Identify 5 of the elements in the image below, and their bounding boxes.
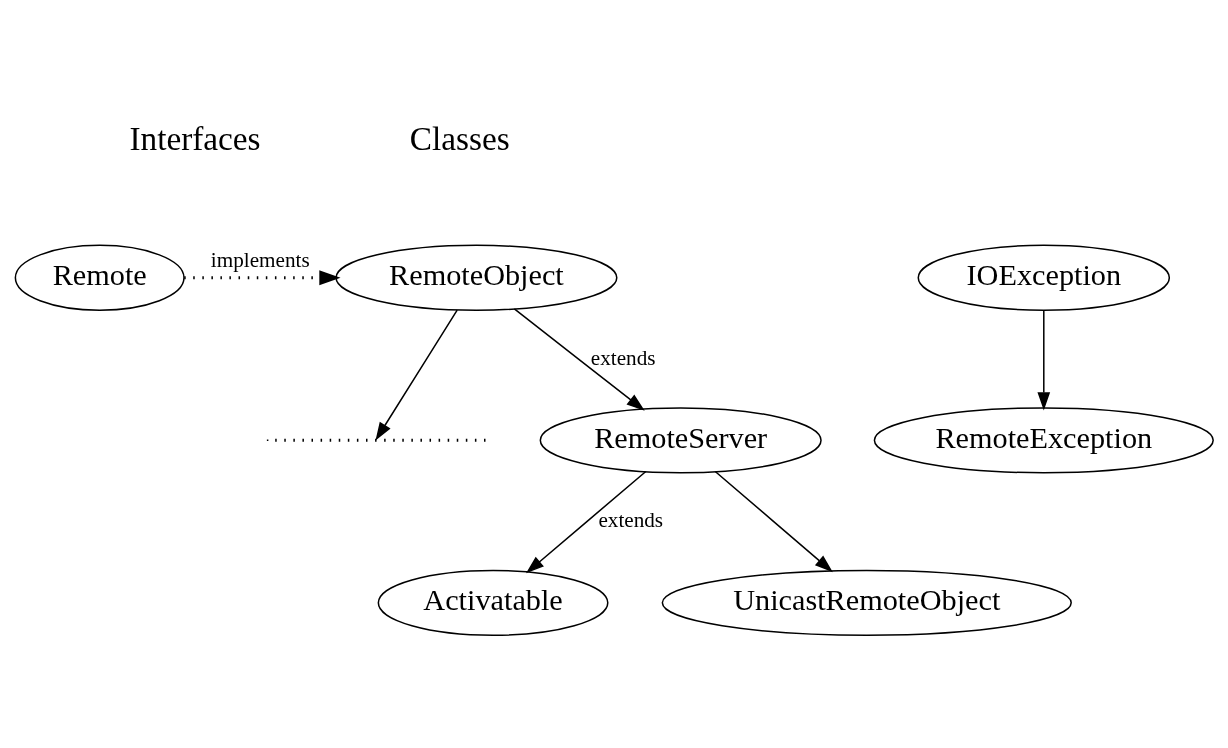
edge-label: extends — [590, 345, 656, 370]
edge-label: implements — [210, 247, 310, 272]
edge-label: extends — [598, 507, 664, 532]
label: Interfaces — [129, 119, 261, 157]
label: Classes — [409, 119, 510, 157]
